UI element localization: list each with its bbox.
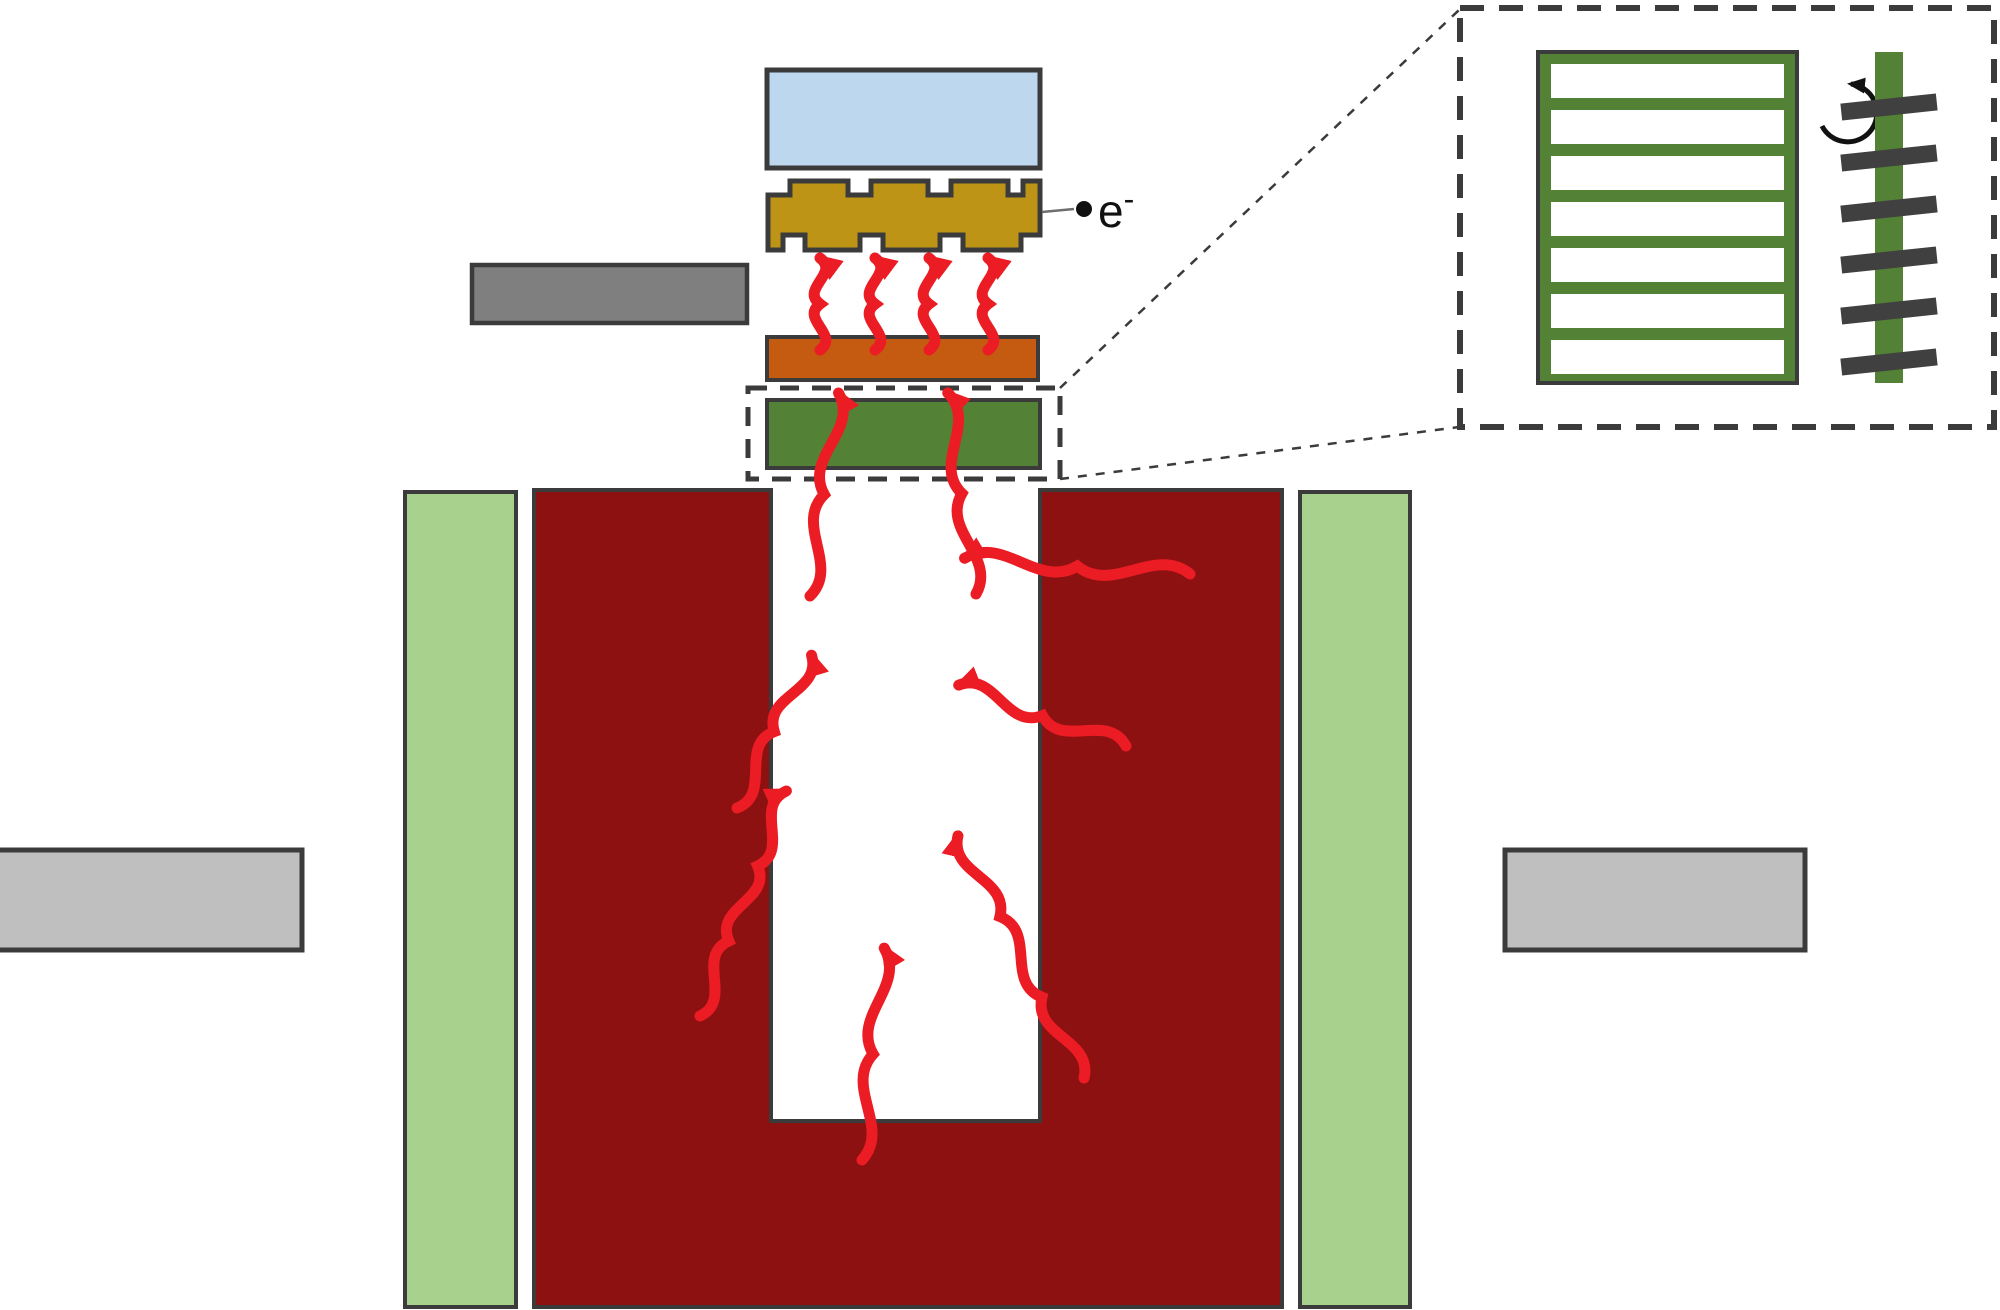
radiation-arrow [694, 785, 792, 1022]
outlined-shapes-group: e- [0, 5, 1997, 1309]
emitter-layer [765, 335, 1040, 382]
grating-crossbar [1840, 195, 1938, 223]
grating-crossbar [1840, 93, 1938, 121]
grating-crossbar [1840, 144, 1938, 172]
spectral-filter-layer [765, 398, 1042, 470]
grating-crossbar [1840, 297, 1938, 325]
radiation-arrows [694, 252, 1196, 1166]
radiation-arrow [942, 387, 987, 600]
grating-slot [1551, 294, 1784, 328]
insulation-bar-right [1298, 490, 1412, 1309]
grating-slot [1551, 202, 1784, 236]
radiation-arrow [856, 942, 906, 1166]
electron-leader-line [1041, 207, 1075, 214]
zoom-connector-line-top [1059, 9, 1460, 389]
radiation-arrow [808, 252, 844, 356]
glass-layer [764, 67, 1043, 171]
grating-slot [1551, 248, 1784, 282]
radiation-arrow [804, 387, 860, 602]
radiation-arrow [953, 666, 1132, 752]
insulation-bar-left [403, 490, 518, 1309]
filter-highlight-box [745, 385, 1063, 482]
grating-slot [1551, 156, 1784, 190]
radiation-arrow [863, 252, 899, 356]
grating-slot [1551, 340, 1784, 374]
radiation-arrow [941, 830, 1091, 1084]
inset-box [1457, 5, 1997, 430]
electron-label: e- [1098, 181, 1134, 237]
electron-dot [1076, 201, 1092, 217]
radiation-arrow [917, 252, 953, 356]
spacer-block [469, 262, 750, 326]
grating-crossbar [1840, 246, 1938, 274]
rotate-arrow-icon [1819, 77, 1880, 145]
electron-label-base: e [1098, 185, 1124, 237]
grating-slot [1551, 110, 1784, 144]
support-block-right [1502, 847, 1808, 953]
grating-side-crossbars [1840, 93, 1938, 376]
radiation-arrow [976, 252, 1012, 356]
grating-slot [1551, 64, 1784, 98]
support-block-left [0, 847, 305, 953]
radiation-arrow [731, 649, 829, 814]
grating-crossbar [1840, 348, 1938, 376]
pv-cell-textured-layer [765, 178, 1043, 253]
radiation-arrow [959, 537, 1196, 581]
furnace-block [532, 488, 1284, 1309]
zoom-connector-line-bottom [1059, 425, 1460, 481]
grating-front-slots [1551, 64, 1784, 374]
electron-label-sup: - [1124, 181, 1135, 217]
